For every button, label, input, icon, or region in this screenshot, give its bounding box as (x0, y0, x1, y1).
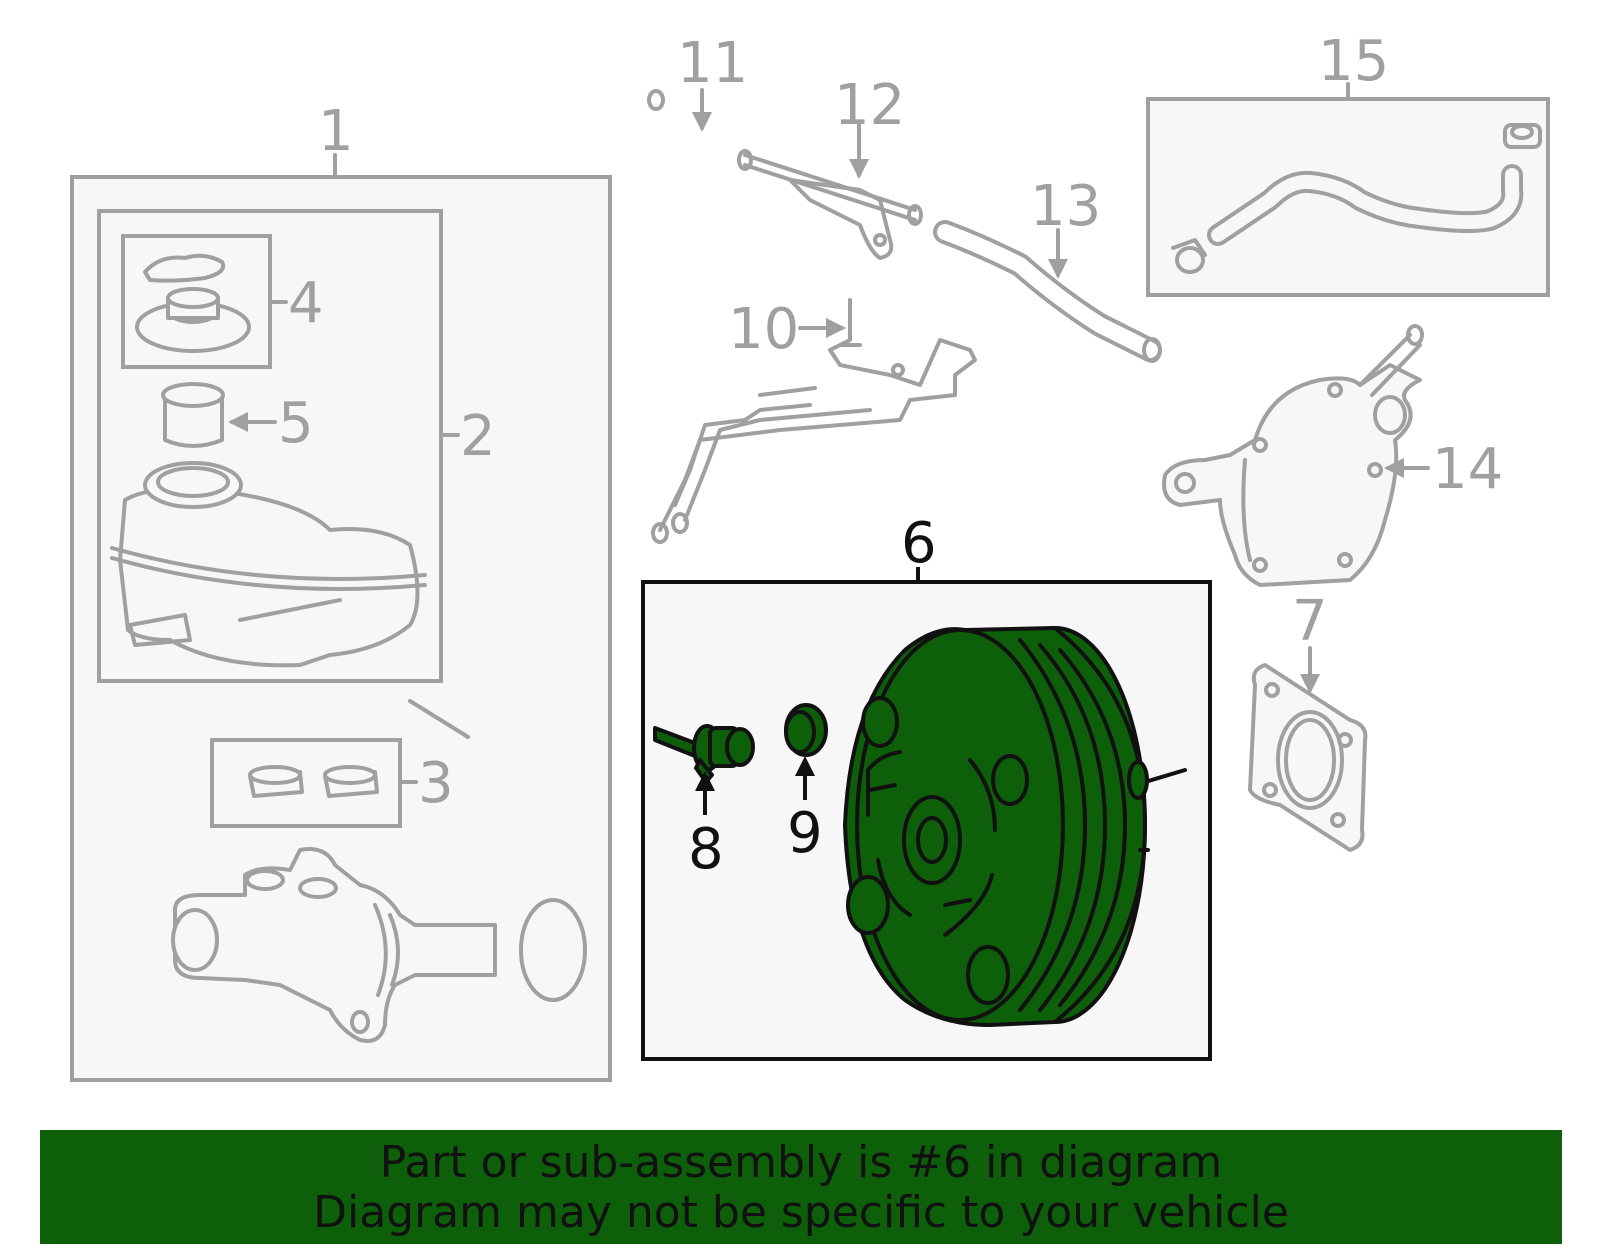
reservoir-pin-icon (408, 699, 470, 739)
grommet-seals-icon (248, 765, 379, 798)
group-6-brake-booster: 6 (641, 511, 1212, 1061)
group-1-master-cylinder-assembly: 1 2 4 5 (70, 99, 612, 1082)
notice-line-2: Diagram may not be specific to your vehi… (313, 1187, 1289, 1238)
strainer-icon (161, 382, 225, 448)
reservoir-tank-icon (110, 461, 427, 668)
group-15-hose-assembly: 15 (1146, 29, 1550, 297)
reservoir-cap-icon (135, 253, 251, 353)
master-cylinder-icon (171, 847, 587, 1043)
callout-8: 8 (688, 817, 724, 882)
callout-9: 9 (787, 801, 823, 866)
callout-3: 3 (418, 751, 454, 816)
part-11-vacuum-hose: 11 (542, 31, 748, 237)
callout-6: 6 (901, 511, 937, 576)
part-13-vacuum-hose: 13 (933, 174, 1162, 363)
part-12-vacuum-pipe: 12 (737, 73, 923, 260)
callout-7: 7 (1292, 589, 1328, 654)
callout-10: 10 (728, 297, 799, 362)
hose-clamp-icon (1503, 123, 1542, 149)
callout-1: 1 (318, 99, 354, 164)
callout-4: 4 (288, 271, 324, 336)
callout-11: 11 (677, 31, 748, 96)
part-7-pump-gasket: 7 (1248, 589, 1368, 852)
notice-line-1: Part or sub-assembly is #6 in diagram (379, 1137, 1223, 1188)
callout-2: 2 (460, 404, 496, 469)
callout-5: 5 (278, 391, 314, 456)
callout-13: 13 (1030, 174, 1101, 239)
callout-14: 14 (1432, 437, 1503, 502)
grommet-icon (784, 703, 828, 757)
hose-clamp-icon (1171, 238, 1207, 274)
brake-booster-icon (843, 626, 1187, 1027)
part-10-pipe-assembly: 10 (651, 297, 977, 544)
callout-15: 15 (1318, 29, 1389, 94)
callout-12: 12 (834, 73, 905, 138)
notice-banner: Part or sub-assembly is #6 in diagram Di… (40, 1130, 1562, 1244)
part-14-vacuum-pump: 14 (1162, 324, 1503, 587)
